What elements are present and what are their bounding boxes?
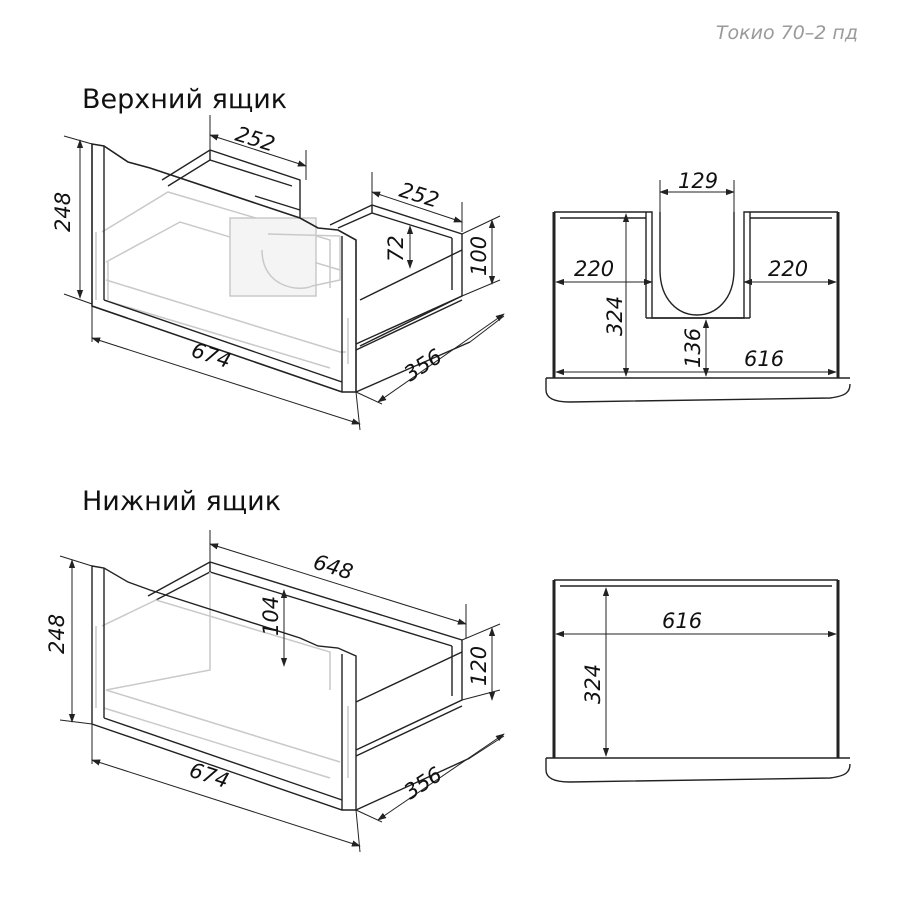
lower-width-label: 674: [186, 758, 232, 793]
plan-cutout-depth-label: 136: [681, 328, 705, 368]
upper-side-height-label: 100: [467, 236, 491, 276]
upper-inner-depth-label: 72: [384, 235, 408, 262]
model-code-label: Токио 70–2 пд: [715, 22, 858, 44]
lower-height-label: 248: [45, 614, 69, 654]
plan-depth-label: 324: [603, 296, 627, 336]
lower-plan-depth-label: 324: [581, 664, 605, 704]
upper-inner-back-width-label: 252: [233, 122, 278, 157]
upper-depth-label: 356: [400, 344, 447, 386]
plan-left-width-label: 220: [574, 257, 614, 281]
plan-right-width-label: 220: [768, 257, 808, 281]
upper-back-box-right: [329, 204, 463, 347]
lower-plan-inner-width-label: 616: [662, 609, 702, 633]
upper-width-label: 674: [188, 338, 234, 373]
plan-inner-width-label: 616: [744, 347, 784, 371]
lower-dimensions: 248 648 104 120 674 356: [45, 530, 505, 853]
upper-back-box-left: [161, 149, 301, 218]
plan-cutout-width-label: 129: [678, 169, 718, 193]
upper-dimensions: 248 252 252 72 100 674 356: [51, 115, 505, 431]
lower-drawer-title: Нижний ящик: [82, 486, 282, 517]
lower-side-height-label: 120: [467, 646, 491, 686]
upper-height-label: 248: [51, 192, 75, 232]
upper-inner-side-width-label: 252: [397, 178, 442, 213]
lower-back-width-label: 648: [311, 550, 356, 585]
lower-inner-height-label: 104: [259, 596, 283, 636]
lower-depth-label: 356: [400, 762, 447, 804]
upper-inner-tray-ghost: [101, 191, 346, 369]
upper-drawer-title: Верхний ящик: [82, 84, 288, 115]
upper-drawer-plan: 129 220 220 324 136 616: [545, 169, 851, 403]
lower-drawer-plan: 616 324: [545, 579, 851, 783]
